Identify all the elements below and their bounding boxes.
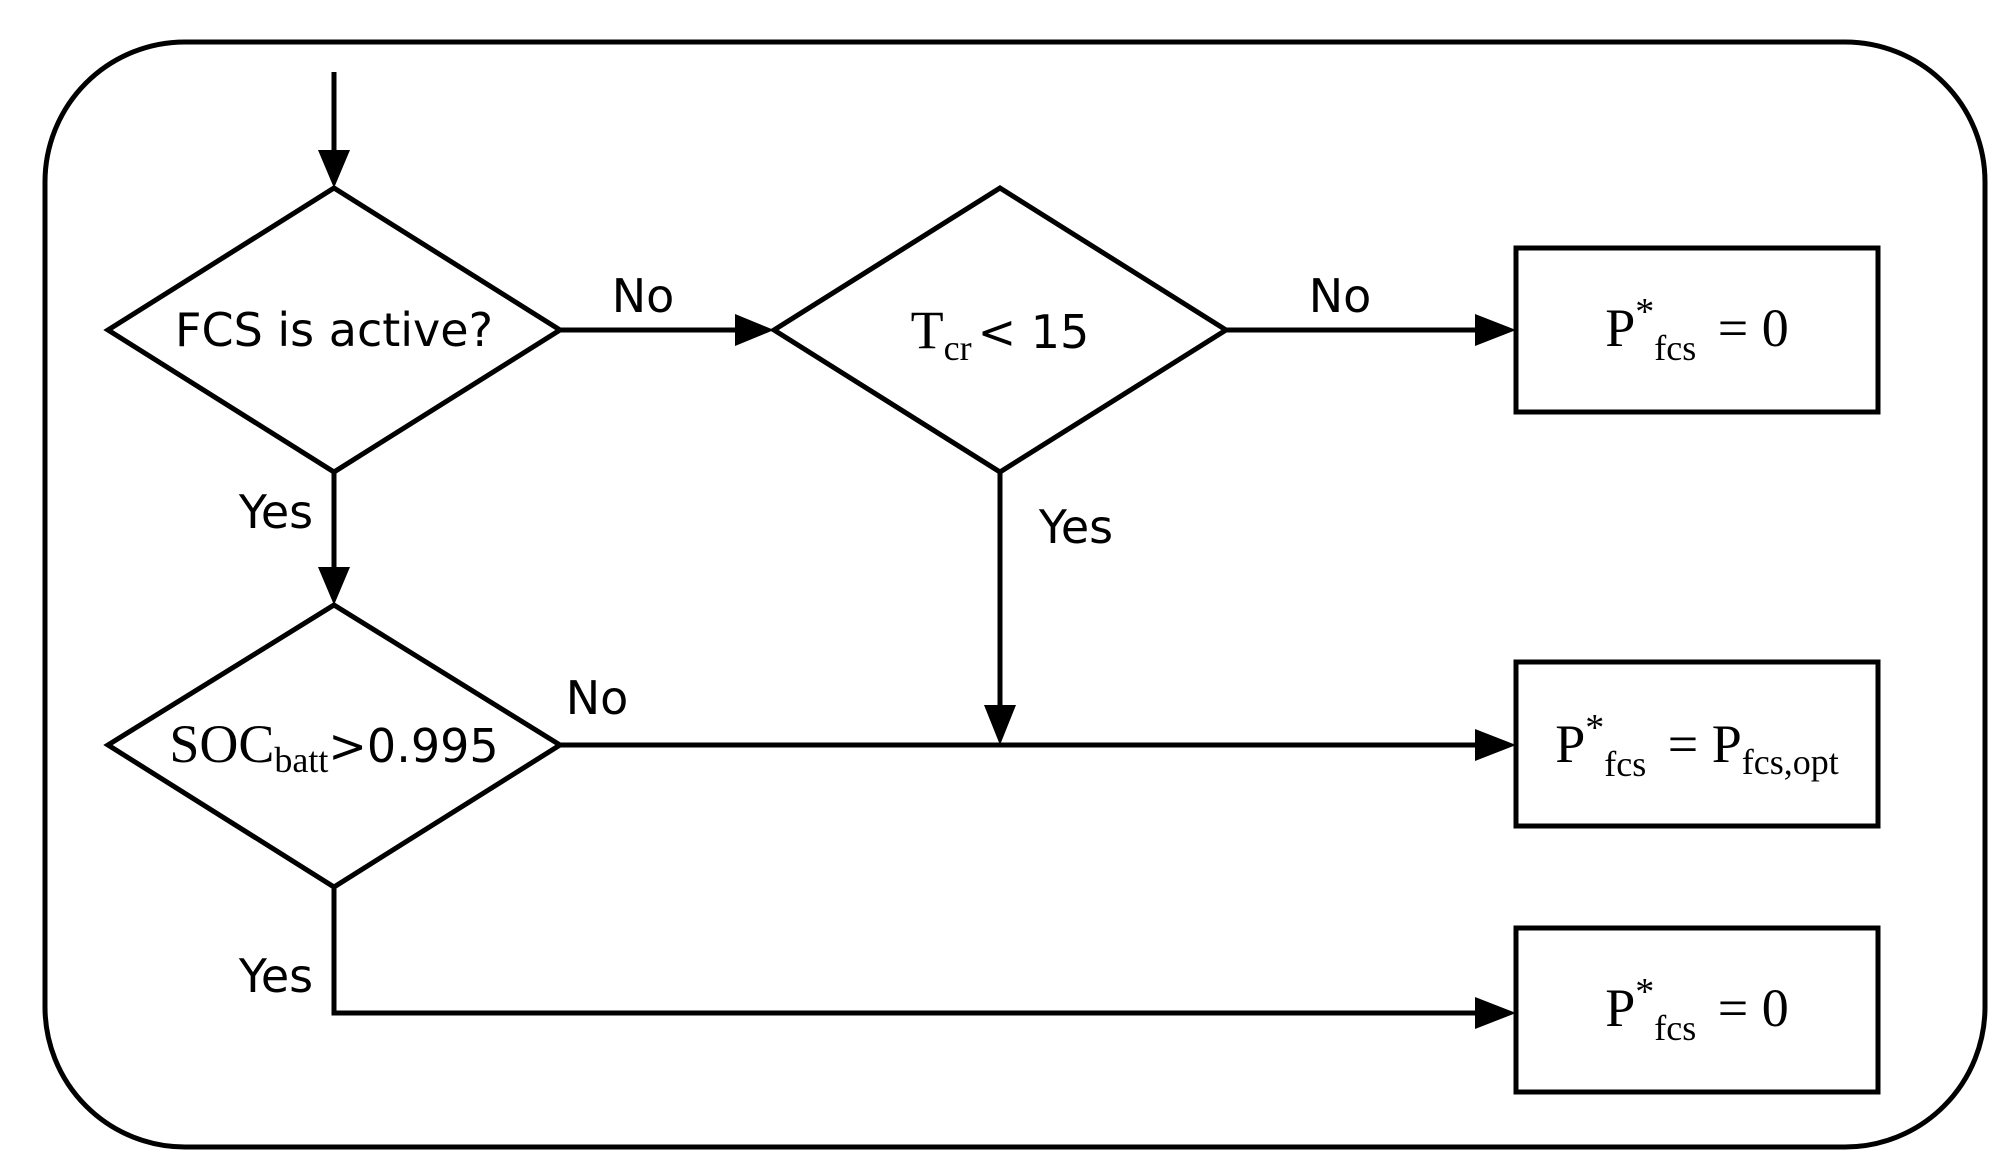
outer-frame — [42, 39, 1988, 1150]
edge-tcr-yes-arrowhead — [984, 705, 1016, 745]
edge-soc-no-arrowhead — [1475, 729, 1516, 761]
edge-fcs-no-label: No — [612, 269, 675, 323]
edge-soc-yes — [331, 887, 1475, 1016]
edge-fcs-yes-arrowhead — [318, 567, 350, 605]
edge-soc-yes-arrowhead — [1475, 997, 1516, 1029]
decision-soc-label: SOCbatt>0.995 — [169, 714, 498, 780]
output-box-middle — [1513, 659, 1881, 829]
edge-tcr-yes-label: Yes — [1038, 500, 1113, 554]
decision-tcr-label: Tcr< 15 — [911, 300, 1090, 368]
output-box-middle-label: P*fcs = Pfcs,opt — [1555, 707, 1839, 784]
entry-arrowhead — [318, 150, 350, 188]
decision-fcs-active-label: FCS is active? — [175, 303, 493, 357]
output-box-bottom-label: P*fcs = 0 — [1605, 971, 1789, 1048]
edge-tcr-no-arrowhead — [1475, 314, 1516, 346]
edge-soc-no-label: No — [566, 671, 629, 725]
output-box-top-label: P*fcs = 0 — [1605, 291, 1789, 368]
output-box-top — [1513, 245, 1881, 415]
edge-fcs-no-arrowhead — [735, 314, 774, 346]
edge-fcs-yes-label: Yes — [238, 485, 313, 539]
edge-tcr-no-label: No — [1309, 269, 1372, 323]
output-box-bottom — [1513, 925, 1881, 1095]
edge-soc-yes-label: Yes — [238, 949, 313, 1003]
